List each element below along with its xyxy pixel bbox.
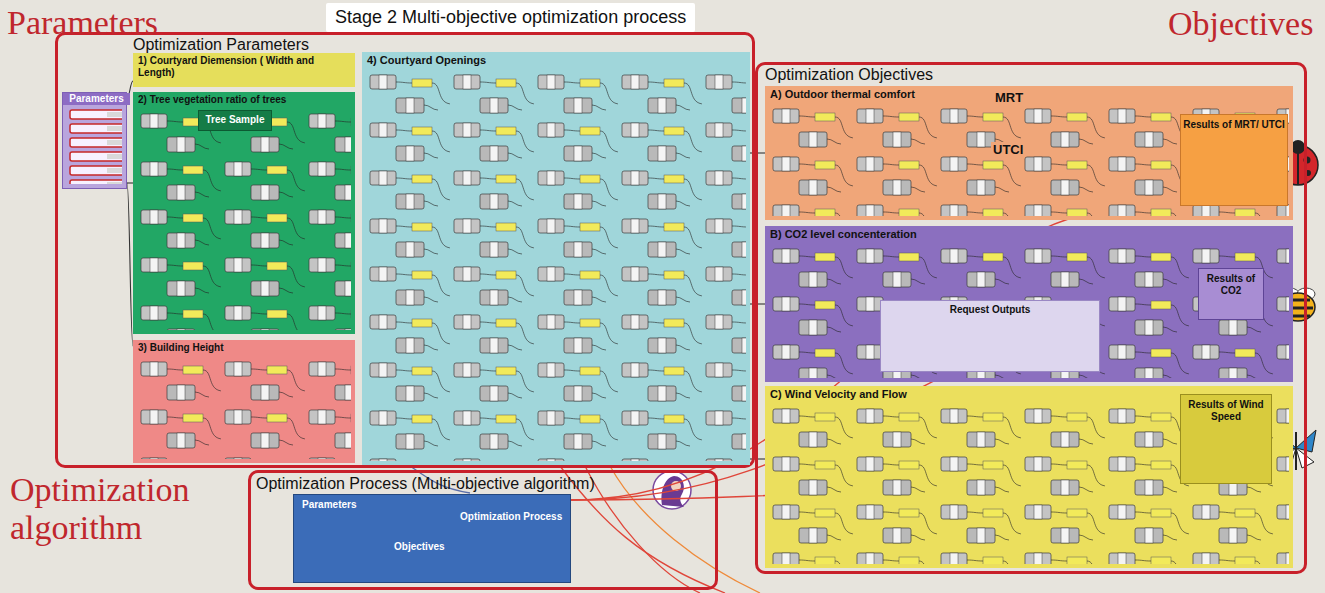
panel-title: Request Outputs: [883, 304, 1097, 316]
result-panel: Results of MRT/ UTCI: [1180, 114, 1288, 206]
objective-group: C) Wind Velocity and FlowResults of Wind…: [765, 386, 1293, 568]
group-title: B) CO2 level concenteration: [770, 228, 1287, 241]
diagram-title: Stage 2 Multi-objective optimization pro…: [326, 3, 695, 32]
wallacei-icon: [653, 471, 691, 509]
panel-label: Optimization Process: [460, 511, 562, 523]
result-label: Results of MRT/ UTCI: [1183, 119, 1285, 131]
panel-label: Objectives: [394, 541, 445, 553]
parameter-group: 1) Courtyard Diemension ( Width and Leng…: [133, 53, 355, 87]
optimizer-panel: ParametersOptimization ProcessObjectives: [293, 494, 571, 583]
parameter-group: 2) Tree vegetation ratio of treesTree Sa…: [133, 92, 355, 334]
parameters-frame: Parameters Optimization Parameters1) Cour…: [55, 32, 755, 468]
group-title: 1) Courtyard Diemension ( Width and Leng…: [138, 55, 349, 79]
result-label: Results of Wind Speed: [1183, 399, 1269, 423]
output-panel: Request Outputs: [880, 300, 1100, 372]
group-title: 3) Building Height: [138, 342, 349, 354]
parameter-group: 4) Courtyard Openings: [362, 52, 750, 465]
objectives-frame: ObjectivesOptimization ObjectivesA) Outd…: [755, 62, 1307, 574]
frame-heading: Optimization Parameters: [133, 35, 746, 54]
component-box: Tree Sample: [198, 110, 272, 131]
objective-group: A) Outdoor thermal comfortMRT UTCI Results…: [765, 86, 1293, 220]
group-title: A) Outdoor thermal comfort: [770, 88, 1287, 101]
parameter-panel: Parameters: [62, 92, 127, 189]
panel-title: Parameters: [63, 93, 130, 105]
metric-label: UTCI: [991, 142, 1025, 158]
algorithm-frame: Optimization algorithmOptimization Proce…: [248, 470, 718, 590]
region-label: Optimization algorithm: [10, 471, 235, 547]
objective-group: B) CO2 level concenterationRequest Outpu…: [765, 226, 1293, 382]
result-panel: Results of Wind Speed: [1180, 394, 1272, 484]
metric-label: MRT: [993, 90, 1025, 106]
parameter-group: 3) Building Height: [133, 340, 355, 463]
region-label: Objectives: [1168, 4, 1313, 45]
result-panel: Results of CO2: [1198, 268, 1264, 320]
frame-heading: Optimization Process (Multi-objective al…: [256, 474, 709, 493]
frame-heading: Optimization Objectives: [765, 65, 1298, 84]
group-title: 4) Courtyard Openings: [367, 54, 744, 67]
group-title: 2) Tree vegetation ratio of trees: [138, 94, 349, 106]
result-label: Results of CO2: [1201, 273, 1261, 297]
panel-label: Parameters: [302, 499, 356, 511]
component-label: Tree Sample: [199, 114, 271, 126]
